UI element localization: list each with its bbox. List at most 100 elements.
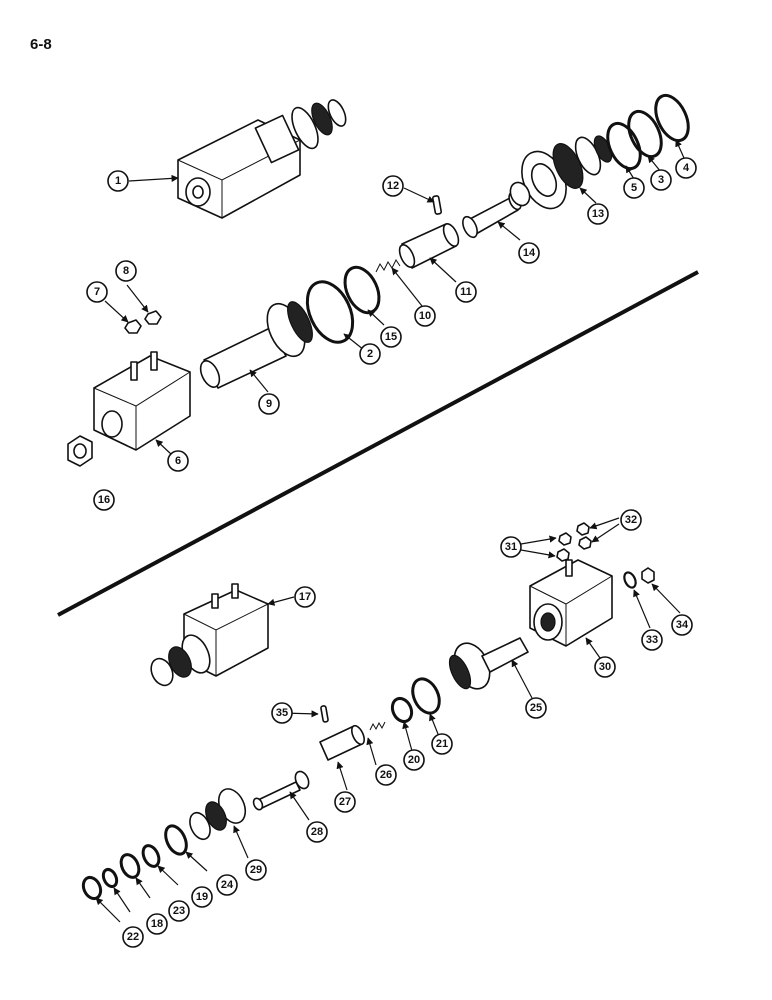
callout-25: 25 <box>525 697 547 719</box>
callout-7: 7 <box>86 281 108 303</box>
svg-text:5: 5 <box>631 182 637 194</box>
svg-text:29: 29 <box>250 864 262 876</box>
part-31-nut <box>558 532 572 546</box>
callout-30: 30 <box>594 656 616 678</box>
callout-35: 35 <box>271 702 293 724</box>
part-10-spring <box>375 259 401 273</box>
svg-text:24: 24 <box>221 879 234 891</box>
callout-20: 20 <box>403 749 425 771</box>
part-12-pin <box>431 195 443 215</box>
svg-text:21: 21 <box>436 738 448 750</box>
callout-24: 24 <box>216 874 238 896</box>
part-16-lock-nut <box>67 435 93 467</box>
callout-16: 16 <box>93 489 115 511</box>
callout-32: 32 <box>620 509 642 531</box>
svg-text:27: 27 <box>339 796 351 808</box>
callout-18: 18 <box>146 913 168 935</box>
part-20-o-ring <box>390 696 414 724</box>
svg-text:13: 13 <box>592 208 604 220</box>
callout-12: 12 <box>382 175 404 197</box>
callout-33: 33 <box>641 629 663 651</box>
svg-text:1: 1 <box>115 175 121 187</box>
callout-13: 13 <box>587 203 609 225</box>
callout-19: 19 <box>191 886 213 908</box>
svg-text:11: 11 <box>460 286 472 298</box>
part-17-solenoid-assembly <box>150 583 269 687</box>
part-28-plunger <box>252 770 310 811</box>
callout-11: 11 <box>455 281 477 303</box>
svg-text:20: 20 <box>408 754 420 766</box>
callout-23: 23 <box>168 900 190 922</box>
callout-31: 31 <box>500 536 522 558</box>
part-34-nut <box>641 567 655 584</box>
svg-text:25: 25 <box>530 702 542 714</box>
svg-text:15: 15 <box>385 331 397 343</box>
part-19-ring <box>141 844 161 868</box>
leader-lines <box>95 139 685 923</box>
svg-text:12: 12 <box>387 180 399 192</box>
part-11-sleeve <box>398 223 460 269</box>
part-6-coil <box>93 351 191 451</box>
part-31-nut-b <box>556 548 570 562</box>
part-2-o-ring <box>305 280 355 344</box>
svg-text:30: 30 <box>599 661 611 673</box>
callout-10: 10 <box>414 305 436 327</box>
svg-text:8: 8 <box>123 265 129 277</box>
part-25-tube <box>448 637 529 690</box>
callout-5: 5 <box>623 177 645 199</box>
svg-text:23: 23 <box>173 905 185 917</box>
callout-2: 2 <box>359 343 381 365</box>
part-8-nut <box>144 310 162 325</box>
part-3-ring <box>627 109 663 159</box>
part-13-spool-assembly <box>521 135 613 210</box>
svg-text:6: 6 <box>175 455 181 467</box>
callout-34: 34 <box>671 614 693 636</box>
callout-1: 1 <box>107 170 129 192</box>
svg-text:31: 31 <box>505 541 517 553</box>
svg-text:26: 26 <box>380 769 392 781</box>
callout-28: 28 <box>306 821 328 843</box>
callout-27: 27 <box>334 791 356 813</box>
svg-text:34: 34 <box>676 619 689 631</box>
callout-9: 9 <box>258 393 280 415</box>
part-35-pin <box>320 705 329 723</box>
part-24-ring <box>164 824 188 856</box>
part-32-nut-b <box>578 536 592 550</box>
part-14-plunger <box>462 181 531 239</box>
page-number: 6-8 <box>30 36 52 53</box>
svg-text:9: 9 <box>266 398 272 410</box>
part-5-ring <box>606 121 642 171</box>
part-33-washer <box>623 571 637 589</box>
callout-22: 22 <box>122 926 144 948</box>
part-1-solenoid-assembly <box>177 99 347 219</box>
part-22-ring <box>81 875 103 901</box>
callout-21: 21 <box>431 733 453 755</box>
svg-text:32: 32 <box>625 514 637 526</box>
svg-text:2: 2 <box>367 348 373 360</box>
svg-text:22: 22 <box>127 931 139 943</box>
callout-6: 6 <box>167 450 189 472</box>
callout-26: 26 <box>375 764 397 786</box>
svg-text:16: 16 <box>98 494 110 506</box>
part-18-ring <box>101 867 119 889</box>
part-29-spool <box>189 788 247 841</box>
svg-text:18: 18 <box>151 918 163 930</box>
part-21-o-ring <box>411 677 441 715</box>
part-30-coil <box>529 559 613 647</box>
svg-text:35: 35 <box>276 707 288 719</box>
svg-text:14: 14 <box>523 247 536 259</box>
svg-text:7: 7 <box>94 286 100 298</box>
callout-14: 14 <box>518 242 540 264</box>
svg-text:19: 19 <box>196 891 208 903</box>
svg-text:17: 17 <box>299 591 311 603</box>
callout-3: 3 <box>650 169 672 191</box>
svg-text:33: 33 <box>646 634 658 646</box>
callout-29: 29 <box>245 859 267 881</box>
svg-text:10: 10 <box>419 310 431 322</box>
svg-text:3: 3 <box>658 174 664 186</box>
callout-17: 17 <box>294 586 316 608</box>
part-27-sleeve <box>319 724 365 761</box>
svg-text:4: 4 <box>683 162 690 174</box>
part-4-ring <box>654 93 690 143</box>
